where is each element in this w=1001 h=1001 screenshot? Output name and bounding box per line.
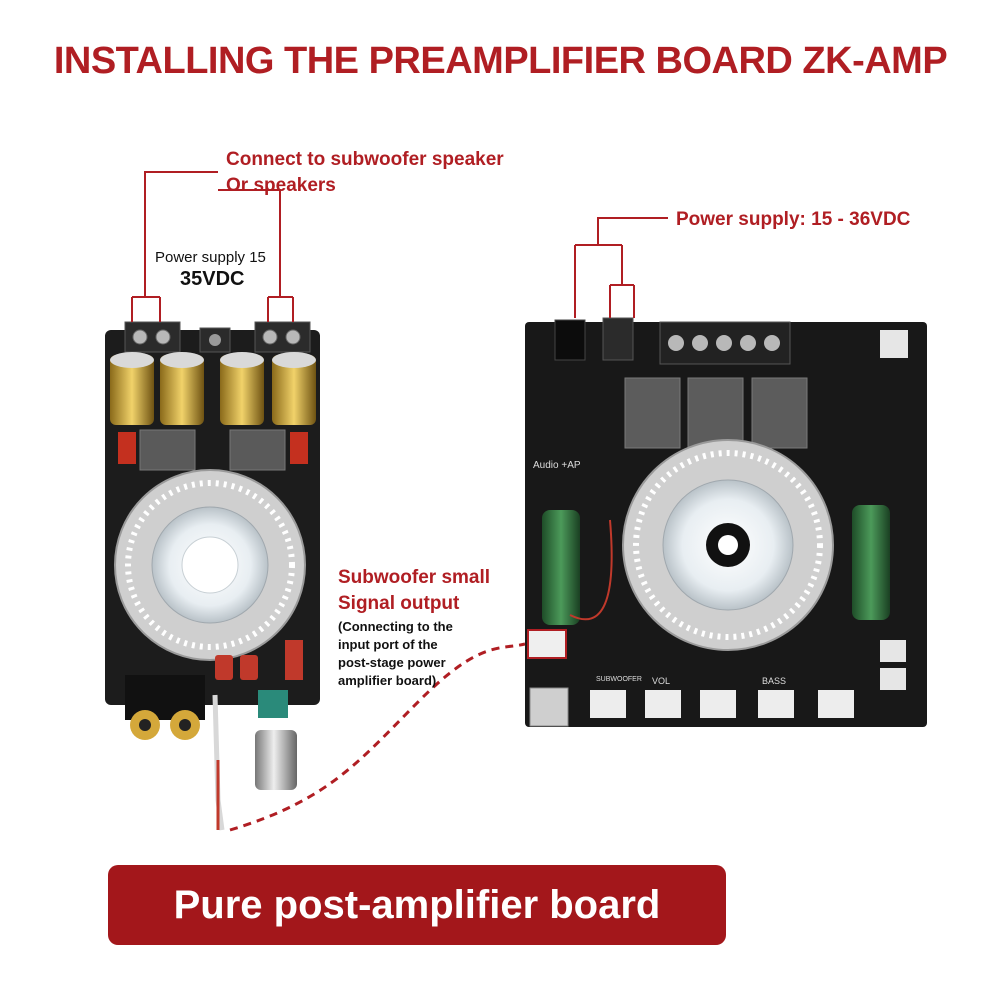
bottom-banner: Pure post-amplifier board <box>108 865 726 945</box>
right-capacitors <box>542 505 890 625</box>
dc-jack <box>554 319 586 361</box>
subwoofer-signal-port <box>527 629 567 659</box>
preamplifier-board <box>525 317 927 727</box>
subwoofer-note-line4: amplifier board) <box>338 673 437 688</box>
subwoofer-note-line2: input port of the <box>338 637 438 652</box>
silk-vol: VOL <box>652 676 671 686</box>
subwoofer-callout-line1: Subwoofer small <box>338 567 491 588</box>
side-connector <box>880 640 906 662</box>
silk-audio: Audio +AP <box>533 460 581 471</box>
post-amplifier-board <box>105 321 320 831</box>
bottom-connectors <box>590 690 854 718</box>
right-power-label: Power supply: 15 - 36VDC <box>676 209 911 230</box>
side-connector <box>880 668 906 690</box>
left-speaker-terminals <box>124 321 181 353</box>
small-capacitor <box>240 655 258 680</box>
speaker-bracket-lines <box>131 171 294 322</box>
silk-bass: BASS <box>762 676 787 686</box>
subwoofer-note-line1: (Connecting to the <box>338 619 453 634</box>
aux-connector <box>880 330 908 358</box>
usb-port <box>529 687 569 727</box>
page-title: INSTALLING THE PREAMPLIFIER BOARD ZK-AMP <box>53 40 948 82</box>
left-capacitors <box>110 352 316 425</box>
volume-knob <box>255 690 297 790</box>
right-heatsink <box>622 439 834 651</box>
power-bracket-lines <box>574 217 668 318</box>
power-terminal <box>602 317 634 361</box>
fan-wire <box>569 519 613 621</box>
subwoofer-note-line3: post-stage power <box>338 655 446 670</box>
small-capacitor <box>215 655 233 680</box>
silk-subwoofer: SUBWOOFER <box>596 676 642 683</box>
dashed-connection-line <box>229 642 526 832</box>
subwoofer-callout-line2: Signal output <box>338 593 460 614</box>
right-inductors <box>624 377 808 449</box>
left-power-label-line2: 35VDC <box>180 268 245 290</box>
left-power-terminal <box>199 327 231 353</box>
speaker-label-line1: Connect to subwoofer speaker <box>226 149 504 170</box>
right-speaker-terminals <box>659 321 791 365</box>
rca-inputs <box>125 675 205 740</box>
left-inductors <box>118 429 308 471</box>
speaker-label-line2: Or speakers <box>226 175 336 196</box>
dip-switch <box>285 640 303 680</box>
left-heatsink <box>114 469 306 661</box>
left-power-label-line1: Power supply 15 <box>155 249 266 266</box>
right-speaker-terminals <box>254 321 311 353</box>
